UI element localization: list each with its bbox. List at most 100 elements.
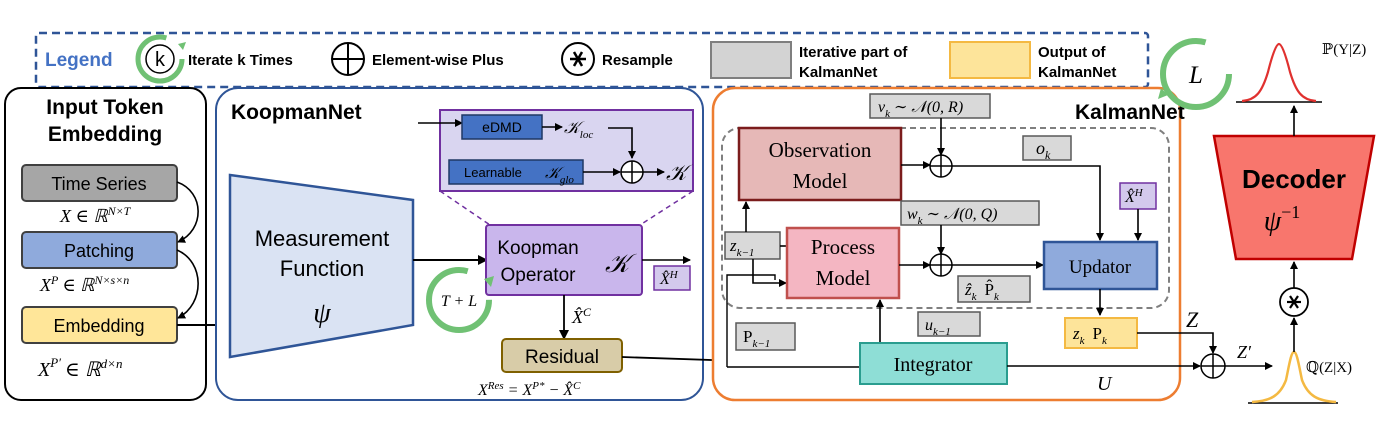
zk1-lower-arrow xyxy=(752,259,787,287)
residual-label: Residual xyxy=(525,347,599,368)
legend-iterative-label-1: Iterative part of xyxy=(799,44,908,61)
x-space-label: X ∈ ℝN×T xyxy=(59,204,132,226)
residual-box xyxy=(501,338,623,373)
pk1-box xyxy=(735,322,796,351)
wk-box xyxy=(900,200,1040,226)
observation-plus-icon xyxy=(929,154,953,178)
edmd-label: eDMD xyxy=(482,119,522,135)
updator-label: Updator xyxy=(1069,257,1132,278)
legend-output-label-1: Output of xyxy=(1038,44,1106,61)
decoder-block xyxy=(1212,134,1376,261)
measurement-label-1: Measurement xyxy=(255,226,390,251)
zhat-phat-box xyxy=(957,275,1031,303)
legend-resample-label: Resample xyxy=(602,52,673,69)
process-plus-icon xyxy=(929,253,953,277)
koopmannet-title: KoopmanNet xyxy=(231,101,362,124)
patching-label: Patching xyxy=(64,241,134,261)
learnable-label: Learnable xyxy=(464,165,522,180)
embedding-label: Embedding xyxy=(53,316,144,336)
uk1-label: uk−1 xyxy=(925,317,951,338)
decoder-title: Decoder xyxy=(1242,164,1346,194)
residual-equation: XRes = XP* − X̂C xyxy=(477,380,581,399)
kalmannet-panel: KalmanNet vk ∼ 𝒩(0, R) Observation Model… xyxy=(711,38,1232,402)
kalman-iterative-region xyxy=(721,127,1170,309)
iterate-symbol: k xyxy=(155,49,166,71)
q-label: ℚ(Z|X) xyxy=(1306,360,1352,376)
xc-label: X̂C xyxy=(571,305,592,327)
xpp-space-label: XP′∈ ℝd×n xyxy=(37,355,122,381)
vk-box xyxy=(869,93,991,119)
input-embedding-title-1: Input Token xyxy=(46,96,163,119)
process-model-box xyxy=(785,226,901,300)
xh-koopman-label: X̂H xyxy=(659,269,679,288)
input-embedding-panel: Input Token Embedding Time Series X ∈ ℝN… xyxy=(4,87,207,401)
p-distribution-icon xyxy=(1236,42,1322,103)
z-label: Z xyxy=(1186,307,1199,332)
koopmannet-panel: KoopmanNet Measurement Function ψ eDMD 𝒦… xyxy=(215,87,704,401)
legend-output-swatch xyxy=(949,41,1031,79)
decoder-resample-icon xyxy=(1279,287,1309,317)
xh-kalman-label: X̂H xyxy=(1124,187,1144,206)
input-embedding-title-2: Embedding xyxy=(48,123,162,146)
zprime-label: Z′ xyxy=(1237,342,1252,362)
output-plus-icon xyxy=(1200,353,1226,379)
decoder-psi-inv: ψ−1 xyxy=(1264,202,1301,237)
time-series-label: Time Series xyxy=(51,174,146,194)
legend-iterative-label-2: KalmanNet xyxy=(799,64,877,81)
iterate-icon: k xyxy=(135,34,186,84)
decoder-panel: ℚ(Z|X) Decoder ψ−1 ℙ(Y|Z) xyxy=(1212,42,1376,404)
operator-loop-label: T + L xyxy=(441,293,477,310)
xp-space-label: XP∈ ℝN×s×n xyxy=(39,273,129,295)
operator-label-1: Koopman xyxy=(497,238,578,259)
measurement-function-block xyxy=(228,173,415,359)
timeseries-to-patching-arrow xyxy=(176,181,199,243)
process-label-2: Model xyxy=(816,266,871,290)
plus-to-updator-arrow xyxy=(952,165,1104,241)
kalman-loop-icon: L xyxy=(1158,38,1232,110)
zk-to-sum-arrow xyxy=(1137,332,1217,354)
legend: Legend k Iterate k Times Element-wise Pl… xyxy=(34,31,1150,89)
zk1-label: zk−1 xyxy=(729,236,754,259)
measurement-psi: ψ xyxy=(313,298,331,329)
pk1-label: Pk−1 xyxy=(743,327,770,350)
observation-model-box xyxy=(737,126,903,202)
operator-loop-icon: T + L xyxy=(426,267,494,333)
kloc-to-plus-arrow xyxy=(608,127,636,159)
legend-plus-label: Element-wise Plus xyxy=(372,52,504,69)
kalman-loop-label: L xyxy=(1188,62,1203,89)
uk1-box xyxy=(917,311,981,337)
zoom-line-right xyxy=(639,190,694,226)
edmd-box xyxy=(461,114,543,140)
observation-label-2: Model xyxy=(793,169,848,193)
process-label-1: Process xyxy=(811,235,875,259)
integrator-box xyxy=(859,342,1008,385)
legend-iterate-label: Iterate k Times xyxy=(188,52,293,69)
integrator-label: Integrator xyxy=(894,354,973,376)
pk1-feedback-line xyxy=(726,274,776,367)
xh-koopman-box xyxy=(653,265,691,291)
measurement-label-2: Function xyxy=(280,256,364,281)
p-label: ℙ(Y|Z) xyxy=(1322,42,1366,58)
ok-label: ok xyxy=(1036,138,1051,162)
legend-output-label-2: KalmanNet xyxy=(1038,64,1116,81)
u-label: U xyxy=(1097,373,1113,395)
kalmannet-title: KalmanNet xyxy=(1075,101,1185,124)
wk-label: wk ∼ 𝒩(0, Q) xyxy=(907,206,998,227)
resample-icon xyxy=(561,42,595,76)
updator-box xyxy=(1042,240,1159,291)
ok-box xyxy=(1022,135,1072,161)
zoom-line-left xyxy=(439,190,491,226)
legend-iterative-swatch xyxy=(710,41,792,79)
element-wise-plus-icon xyxy=(331,42,365,76)
learnable-box xyxy=(448,159,584,185)
detail-plus-icon xyxy=(620,160,644,184)
vk-label: vk ∼ 𝒩(0, R) xyxy=(878,99,963,120)
patching-to-embedding-arrow xyxy=(176,249,199,319)
time-series-box xyxy=(21,164,178,202)
operator-label-2: Operator xyxy=(501,265,577,286)
k-loc-label: 𝒦loc xyxy=(564,118,593,141)
observation-label-1: Observation xyxy=(769,138,872,162)
